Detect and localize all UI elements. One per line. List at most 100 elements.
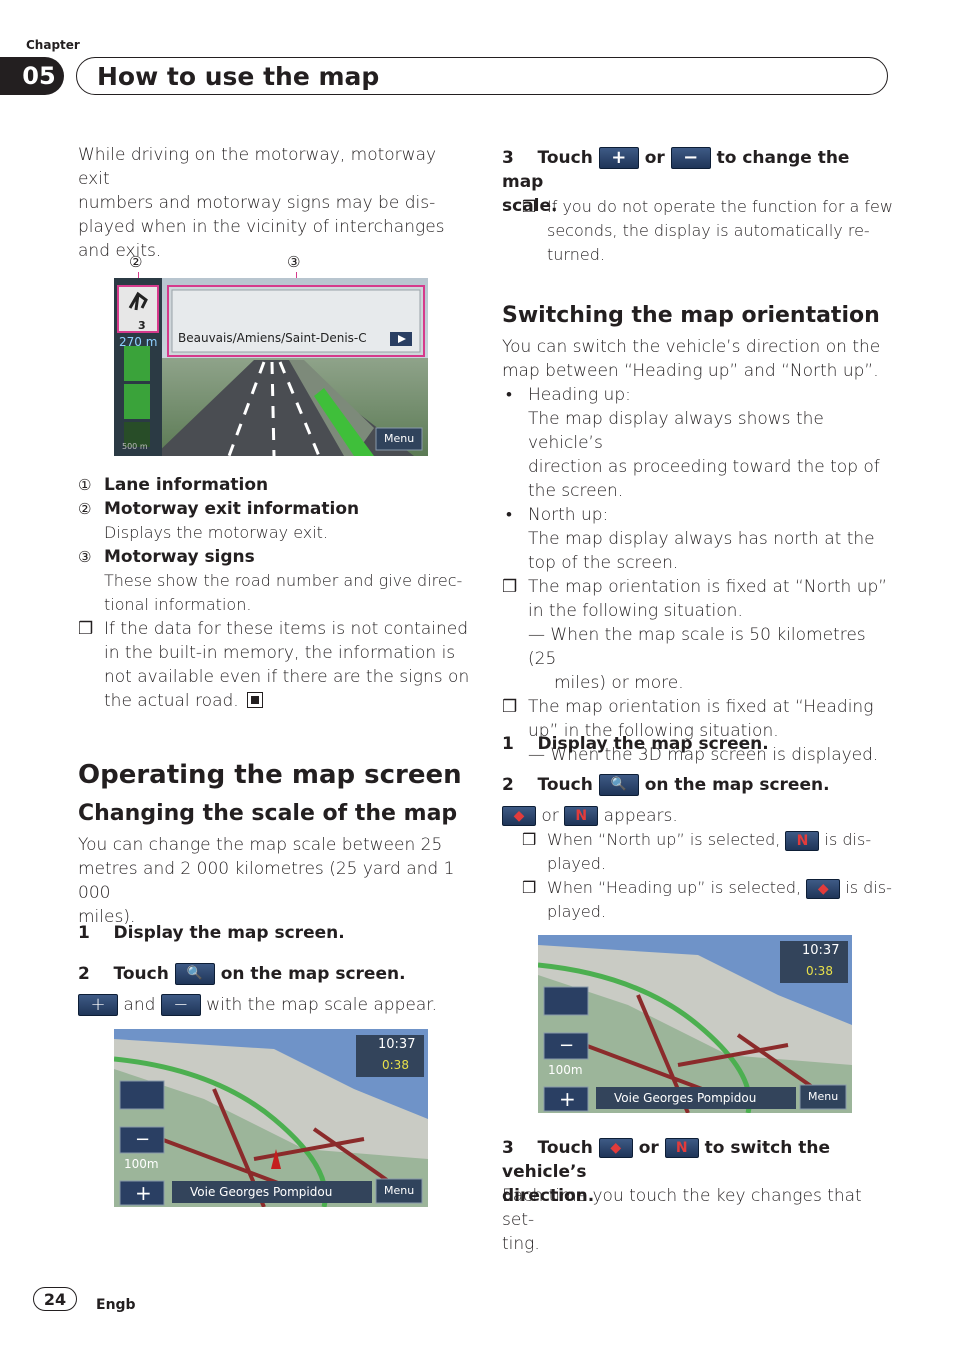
north-up-icon: N: [785, 830, 820, 851]
step-number: 3: [502, 1138, 514, 1158]
appears-line: ◆ or N appears.: [502, 804, 678, 828]
remaining-readout: 0:38: [806, 964, 833, 978]
bullet-desc: top of the screen.: [528, 553, 679, 573]
step-number: 1: [502, 734, 514, 754]
note-line: If the data for these items is not conta…: [104, 619, 469, 639]
step-text: Touch: [113, 964, 169, 984]
item-list: ① Lane information ② Motorway exit infor…: [78, 473, 473, 713]
and-text: and: [123, 995, 156, 1015]
list-item: ③ Motorway signs These show the road num…: [78, 545, 473, 617]
item-number: ②: [78, 500, 92, 518]
map-screen-orientation: − + 100m 10:37 0:38 Voie Georges Pompido…: [538, 935, 852, 1113]
distance-readout: 270 m: [119, 335, 158, 349]
step-text: or: [638, 1138, 659, 1158]
note-dash: — When the 3D map screen is displayed.: [528, 745, 879, 765]
chapter-title-box: How to use the map: [76, 57, 888, 95]
orientation-text: You can switch the vehicle’s direction o…: [502, 335, 897, 767]
note-marker: ❒: [502, 577, 518, 597]
map-illustration: [538, 935, 852, 1113]
scale-500: 500 m: [122, 442, 148, 451]
scale-readout: 100m: [548, 1063, 583, 1077]
item-desc: These show the road number and give dire…: [104, 571, 463, 590]
motorway-illustration: [114, 278, 428, 456]
scale-keys-line: + and − with the map scale appear.: [78, 993, 437, 1017]
minus-key[interactable]: −: [135, 1129, 151, 1150]
item-number: ①: [78, 476, 92, 494]
list-item: ② Motorway exit information Displays the…: [78, 497, 473, 545]
step-number: 1: [78, 923, 90, 943]
item-desc: Displays the motorway exit.: [104, 523, 329, 542]
step-text: or: [644, 148, 665, 168]
step-1: 1 Display the map screen.: [78, 921, 345, 945]
note-text: When “North up” is selected,: [547, 830, 781, 849]
scale-intro: You can change the map scale between 25 …: [78, 833, 473, 929]
north-up-icon: N: [664, 1138, 699, 1158]
plus-key[interactable]: +: [135, 1181, 152, 1205]
menu-button[interactable]: Menu: [384, 432, 415, 445]
bullet-desc: The map display always has north at the: [528, 529, 875, 549]
language-code: Engb: [96, 1297, 136, 1313]
menu-button[interactable]: Menu: [808, 1090, 839, 1103]
intro-line: played when in the vicinity of interchan…: [78, 217, 445, 237]
note-line: turned.: [547, 245, 605, 264]
heading-up-icon: ◆: [598, 1138, 633, 1158]
step-text: Touch: [537, 148, 593, 168]
bullet-desc: the screen.: [528, 481, 624, 501]
note-dash: miles) or more.: [554, 673, 684, 693]
step-number: 2: [502, 775, 514, 795]
note-text: When “Heading up” is selected,: [547, 878, 802, 897]
note-north-up: ❒ The map orientation is fixed at “North…: [502, 575, 897, 695]
section-title: Operating the map screen: [78, 760, 462, 790]
step-text: direction.: [502, 1186, 595, 1206]
minus-icon: −: [670, 147, 711, 169]
callout-2: ②: [129, 253, 143, 271]
chapter-label: Chapter: [26, 38, 80, 52]
scale-intro-line: metres and 2 000 kilometres (25 yard and…: [78, 859, 455, 903]
plus-key[interactable]: +: [559, 1087, 576, 1111]
menu-button[interactable]: Menu: [384, 1184, 415, 1197]
road-name: Voie Georges Pompidou: [190, 1185, 333, 1199]
note-line: the actual road.: [104, 691, 239, 711]
orientation-step-3: 3 Touch ◆ or N to switch the vehicle’s d…: [502, 1136, 897, 1208]
note-line: seconds, the display is automatically re…: [547, 221, 870, 240]
road-name: Voie Georges Pompidou: [614, 1091, 757, 1105]
exit-number: 3: [138, 319, 146, 332]
callout-3: ③: [287, 253, 301, 271]
note-dash: — When the map scale is 50 kilometres (2…: [528, 625, 866, 669]
item-label: Lane information: [104, 475, 269, 495]
orientation-step-1: 1 Display the map screen.: [502, 732, 769, 756]
end-mark-icon: [247, 692, 264, 708]
desc-line: Each time you touch the key changes that…: [502, 1186, 862, 1230]
minus-key[interactable]: −: [559, 1035, 575, 1056]
bullet-dot: •: [506, 505, 512, 525]
step-text: on the map screen.: [220, 964, 406, 984]
intro-line: and exits.: [78, 241, 162, 261]
note-text: is dis-: [824, 830, 872, 849]
remaining-readout: 0:38: [382, 1058, 409, 1072]
bullet-desc: The map display always shows the vehicle…: [528, 409, 824, 453]
scale-intro-line: You can change the map scale between 25: [78, 835, 443, 855]
intro-line: map between “Heading up” and “North up”.: [502, 361, 879, 381]
note-marker: ❒: [522, 878, 537, 897]
orientation-section-title: Switching the map orientation: [502, 303, 880, 328]
note-text: played.: [547, 854, 606, 873]
note-line: in the following situation.: [528, 601, 743, 621]
step-number: 2: [78, 964, 90, 984]
intro-line: While driving on the motorway, motorway …: [78, 145, 437, 189]
sign-text: Beauvais/Amiens/Saint-Denis-C: [178, 331, 367, 345]
note: ❒ If the data for these items is not con…: [78, 617, 473, 713]
desc-line: ting.: [502, 1234, 540, 1254]
clock-readout: 10:37: [802, 943, 840, 958]
step-number: 3: [502, 148, 514, 168]
intro-paragraph: While driving on the motorway, motorway …: [78, 143, 468, 263]
chapter-title: How to use the map: [97, 61, 380, 91]
bullet-dot: •: [506, 385, 512, 405]
step-text: Display the map screen.: [537, 734, 769, 754]
note-line: not available even if there are the sign…: [104, 667, 470, 687]
scale-intro-line: miles).: [78, 907, 136, 927]
item-label: Motorway signs: [104, 547, 255, 567]
motorway-screen: 3 270 m Beauvais/Amiens/Saint-Denis-C 50…: [114, 278, 428, 456]
item-desc: tional information.: [104, 595, 252, 614]
bullet-north-up: • North up: The map display always has n…: [502, 503, 897, 575]
bullet-heading-up: • Heading up: The map display always sho…: [502, 383, 897, 503]
